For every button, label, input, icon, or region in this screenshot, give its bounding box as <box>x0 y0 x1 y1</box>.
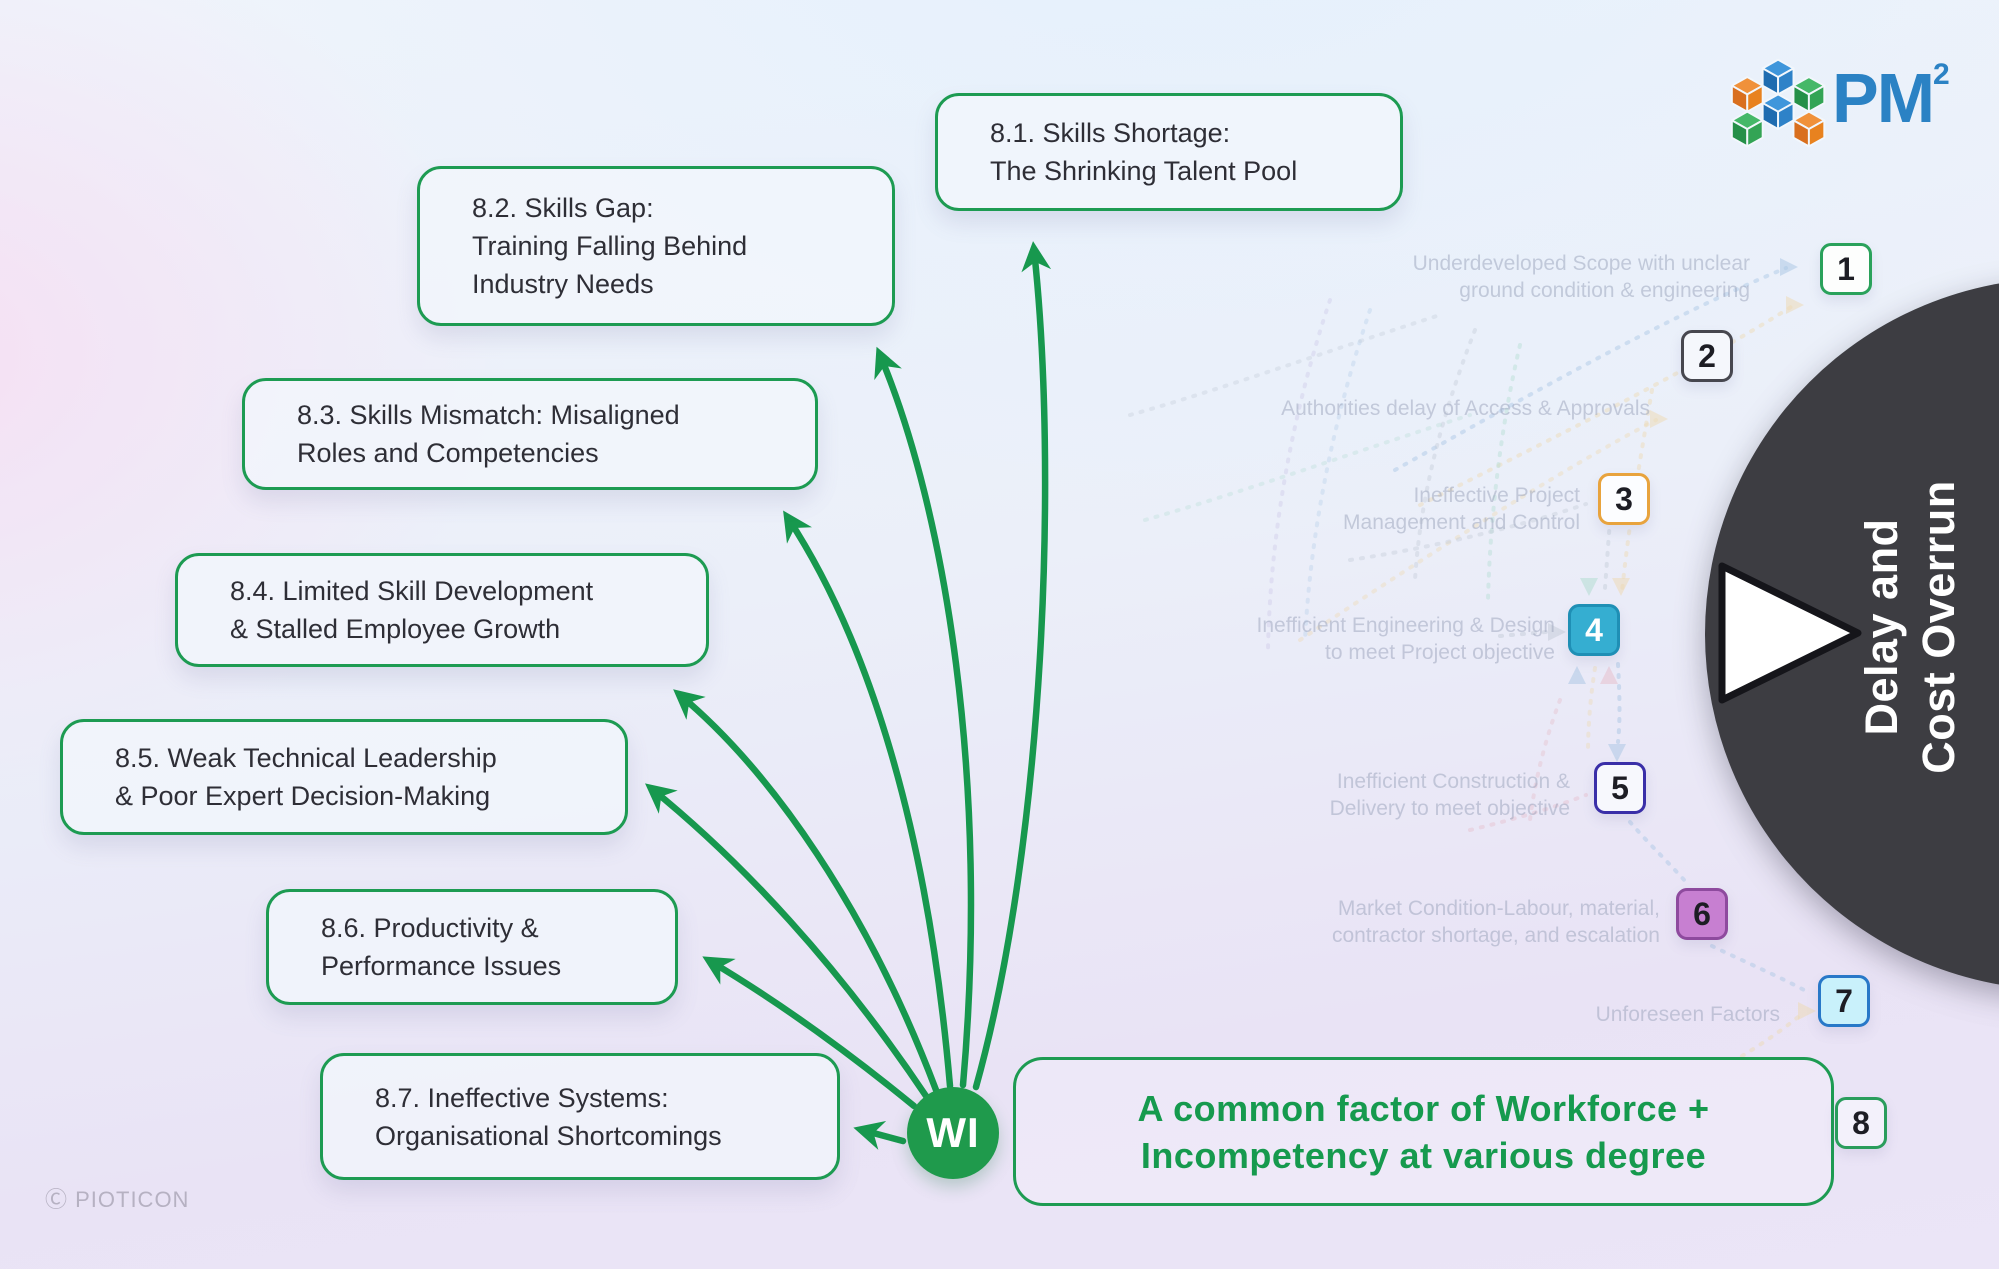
factor-box-8-5: 8.5. Weak Technical Leadership & Poor Ex… <box>60 719 628 835</box>
arrow-wi-to-8-7 <box>853 1120 907 1150</box>
factor-text: 8.2. Skills Gap: Training Falling Behind… <box>472 193 748 299</box>
pm2-logo-cubes-icon <box>1730 58 1826 148</box>
factor-text: 8.3. Skills Mismatch: Misaligned Roles a… <box>297 400 680 468</box>
factor-box-8-1: 8.1. Skills Shortage: The Shrinking Tale… <box>935 93 1403 211</box>
cause-label-3: Ineffective Project Management and Contr… <box>1343 484 1580 534</box>
workforce-incompetency-hub: WI <box>907 1087 999 1179</box>
cause-box-2: 2 <box>1681 330 1733 382</box>
pm2-logo-superscript: 2 <box>1933 58 1950 91</box>
banner-text: A common factor of Workforce + Incompete… <box>1137 1087 1710 1176</box>
cause-label-7: Unforeseen Factors <box>1595 1003 1780 1026</box>
factor-box-8-2: 8.2. Skills Gap: Training Falling Behind… <box>417 166 895 326</box>
factor-text: 8.4. Limited Skill Development & Stalled… <box>230 576 594 644</box>
copyright-text: Ⓒ PIOTICON <box>45 1187 190 1212</box>
cause-label-6: Market Condition-Labour, material, contr… <box>1331 897 1660 947</box>
pm2-logo-text: PM <box>1832 59 1935 137</box>
cause-box-8: 8 <box>1835 1097 1887 1149</box>
arrow-wi-to-8-5 <box>645 783 930 1100</box>
factor-text: 8.1. Skills Shortage: The Shrinking Tale… <box>990 118 1298 186</box>
cause-box-1: 1 <box>1820 243 1872 295</box>
factor-box-8-3: 8.3. Skills Mismatch: Misaligned Roles a… <box>242 378 818 490</box>
arrow-wi-to-8-4 <box>673 689 940 1094</box>
arrow-wi-to-8-1 <box>972 241 1052 1091</box>
cause-box-6: 6 <box>1676 888 1728 940</box>
factor-box-8-6: 8.6. Productivity & Performance Issues <box>266 889 678 1005</box>
cause-box-5: 5 <box>1594 762 1646 814</box>
arrow-wi-to-8-2 <box>874 346 975 1089</box>
delay-cost-overrun-label: Delay and Cost Overrun <box>1856 480 1964 774</box>
factor-box-8-7: 8.7. Ineffective Systems: Organisational… <box>320 1053 840 1180</box>
cause-label-2: Authorities delay of Access & Approvals <box>1281 397 1650 420</box>
factor-text: 8.5. Weak Technical Leadership & Poor Ex… <box>115 743 497 811</box>
cause-label-1: Underdeveloped Scope with unclear ground… <box>1412 252 1750 302</box>
arrow-wi-to-8-3 <box>783 510 954 1090</box>
factor-box-8-4: 8.4. Limited Skill Development & Stalled… <box>175 553 709 667</box>
cause-label-4: Inefficient Engineering & Design to meet… <box>1256 614 1555 664</box>
hub-label: WI <box>926 1109 980 1156</box>
cause-box-4: 4 <box>1568 604 1620 656</box>
factor-text: 8.6. Productivity & Performance Issues <box>321 913 562 981</box>
cause-label-5: Inefficient Construction & Delivery to m… <box>1329 770 1570 820</box>
cause-box-3: 3 <box>1598 473 1650 525</box>
factor-text: 8.7. Ineffective Systems: Organisational… <box>375 1082 722 1151</box>
common-factor-banner: A common factor of Workforce + Incompete… <box>1013 1057 1834 1206</box>
pm2-logo: PM 2 <box>1728 52 1950 156</box>
cause-box-7: 7 <box>1818 975 1870 1027</box>
